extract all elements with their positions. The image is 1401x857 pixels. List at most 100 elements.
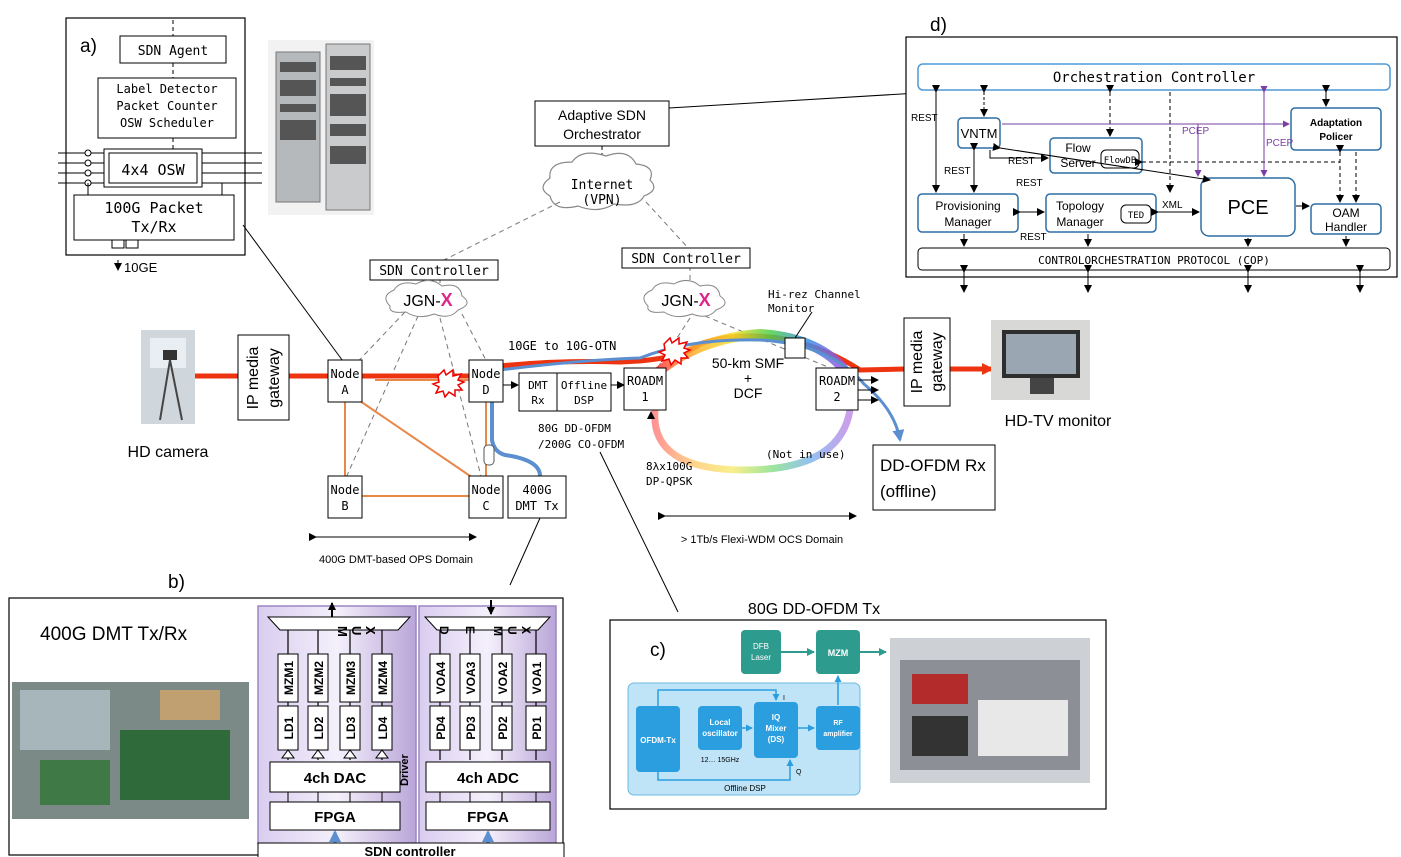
demux-trapezoid <box>423 616 552 631</box>
smf-line1: 50-km SMF <box>712 355 784 371</box>
osw-label: 4x4 OSW <box>121 161 185 179</box>
callout-line-d <box>668 92 919 109</box>
adc-label: 4ch ADC <box>457 770 519 787</box>
q-label: Q <box>796 769 802 776</box>
ops-domain-label: 400G DMT-based OPS Domain <box>319 554 473 566</box>
dpqpsk-line2: DP-QPSK <box>646 475 693 488</box>
local-line2: oscillator <box>702 729 738 738</box>
voa2-label: VOA2 <box>496 661 510 694</box>
node-c-line2: C <box>482 499 489 513</box>
mux-letters: M U X <box>335 626 378 637</box>
dfb-line2: Laser <box>751 653 771 662</box>
mzm2-label: MZM2 <box>312 661 326 695</box>
roadm1-line1: ROADM <box>627 374 663 388</box>
dmt-tx-line1: 400G <box>523 483 552 497</box>
panel-d-label: d) <box>930 15 947 36</box>
ip-gateway-left <box>237 334 290 421</box>
panel-a-label: a) <box>80 36 97 57</box>
jgn-right-label: JGN-X <box>661 290 710 310</box>
adaptation-policer-box <box>1290 107 1382 151</box>
sdn-controller-bar <box>257 842 565 857</box>
ofdm-tx-label: OFDM-Tx <box>640 736 676 745</box>
voa3-label: VOA3 <box>464 661 478 694</box>
node-d-line1: Node <box>472 367 501 381</box>
ip-gateway-right-line1: IP media <box>909 330 926 393</box>
mzm4-label: MZM4 <box>376 661 390 695</box>
offline-dsp-region-label: Offline DSP <box>724 784 766 793</box>
hd-camera-label: HD camera <box>128 444 209 461</box>
ge-otn-label: 10GE to 10G-OTN <box>508 339 616 353</box>
hirez-line2: Monitor <box>768 302 815 315</box>
orchestrator-box <box>534 100 670 147</box>
ip-gateway-right-line2: gateway <box>929 332 946 392</box>
jgn-left-label: JGN-X <box>403 290 452 310</box>
adaptation-line2: Policer <box>1319 132 1352 143</box>
ld2-label: LD2 <box>312 716 326 739</box>
dac-box <box>269 761 401 793</box>
internet-line2: (VPN) <box>582 193 621 208</box>
node-d-line2: D <box>482 383 489 397</box>
pd1-label: PD1 <box>530 716 544 740</box>
ofdm-rx-box <box>872 444 996 511</box>
fpga-left-label: FPGA <box>314 809 356 826</box>
node-d <box>468 359 504 403</box>
mzm1-label: MZM1 <box>282 661 296 695</box>
panel-d: d) Orchestration Controller VNTM Flow Se… <box>905 15 1398 293</box>
adaptation-line1: Adaptation <box>1310 118 1362 129</box>
panel-c-label: c) <box>650 640 666 661</box>
dmt-rx-line1: DMT <box>528 379 548 392</box>
oam-line1: OAM <box>1332 206 1359 220</box>
mux-letter-x: X <box>363 626 378 635</box>
callout-line-b <box>509 517 541 586</box>
iq-mixer-box <box>754 702 798 758</box>
panel-b: b) 400G DMT Tx/Rx M U X D E M U X <box>8 572 565 857</box>
offline-dsp-box <box>556 372 612 412</box>
callout-line-c <box>599 451 679 613</box>
pcep-label-1: PCEP <box>1182 126 1210 137</box>
iq-line1: IQ <box>772 713 780 722</box>
packet-txrx-line2: Tx/Rx <box>131 218 176 236</box>
pd4-label: PD4 <box>434 716 448 740</box>
jgn-cloud-left <box>385 280 468 318</box>
ofdm-tx-box <box>636 706 680 772</box>
vntm-label: VNTM <box>961 126 998 141</box>
orchestration-controller-label: Orchestration Controller <box>1053 70 1255 86</box>
mux-letter-u: U <box>349 626 364 635</box>
panel-b-title: 400G DMT Tx/Rx <box>40 624 188 645</box>
freq-label: 12… 15GHz <box>701 757 740 764</box>
hirez-monitor-box <box>784 337 806 359</box>
sdn-controller-left-box <box>369 259 499 281</box>
node-c <box>468 475 504 519</box>
sdn-controller-right-box <box>621 247 751 269</box>
demux-letter-d: D <box>437 626 451 635</box>
equipment-rack-photo <box>268 40 374 215</box>
ld4-label: LD4 <box>376 716 390 739</box>
demux-letter-u: U <box>505 626 519 635</box>
fpga-left-box <box>269 801 401 831</box>
dmt-tx-box <box>507 475 567 519</box>
rest-label-2: REST <box>944 166 971 177</box>
iq-line3: (DS) <box>768 735 785 744</box>
packet-counter-label: Packet Counter <box>116 99 217 113</box>
provisioning-line1: Provisioning <box>935 199 1000 213</box>
panel-c: 80G DD-OFDM Tx c) Offline DSP DFB Laser … <box>609 601 1107 810</box>
cop-label: CONTROLORCHESTRATION PROTOCOL (COP) <box>1038 254 1270 267</box>
provisioning-line2: Manager <box>944 215 991 229</box>
iq-line2: Mixer <box>766 724 787 733</box>
topology-line1: Topology <box>1056 199 1104 213</box>
panel-b-label: b) <box>168 572 185 593</box>
smf-line3: DCF <box>734 385 763 401</box>
ofdm-line1: 80G DD-OFDM <box>538 422 611 435</box>
offline-dsp-line1: Offline <box>561 379 607 392</box>
xml-label: XML <box>1162 200 1183 211</box>
mux-letter-m: M <box>335 626 350 637</box>
flow-server-line1: Flow <box>1065 141 1091 155</box>
roadm-1 <box>623 367 667 411</box>
packet-txrx-line1: 100G Packet <box>104 199 203 217</box>
dfb-line1: DFB <box>753 642 769 651</box>
roadm2-line1: ROADM <box>819 374 855 388</box>
oam-handler-box <box>1310 203 1382 235</box>
mux-trapezoid <box>266 616 412 631</box>
i-label: I <box>783 695 785 702</box>
